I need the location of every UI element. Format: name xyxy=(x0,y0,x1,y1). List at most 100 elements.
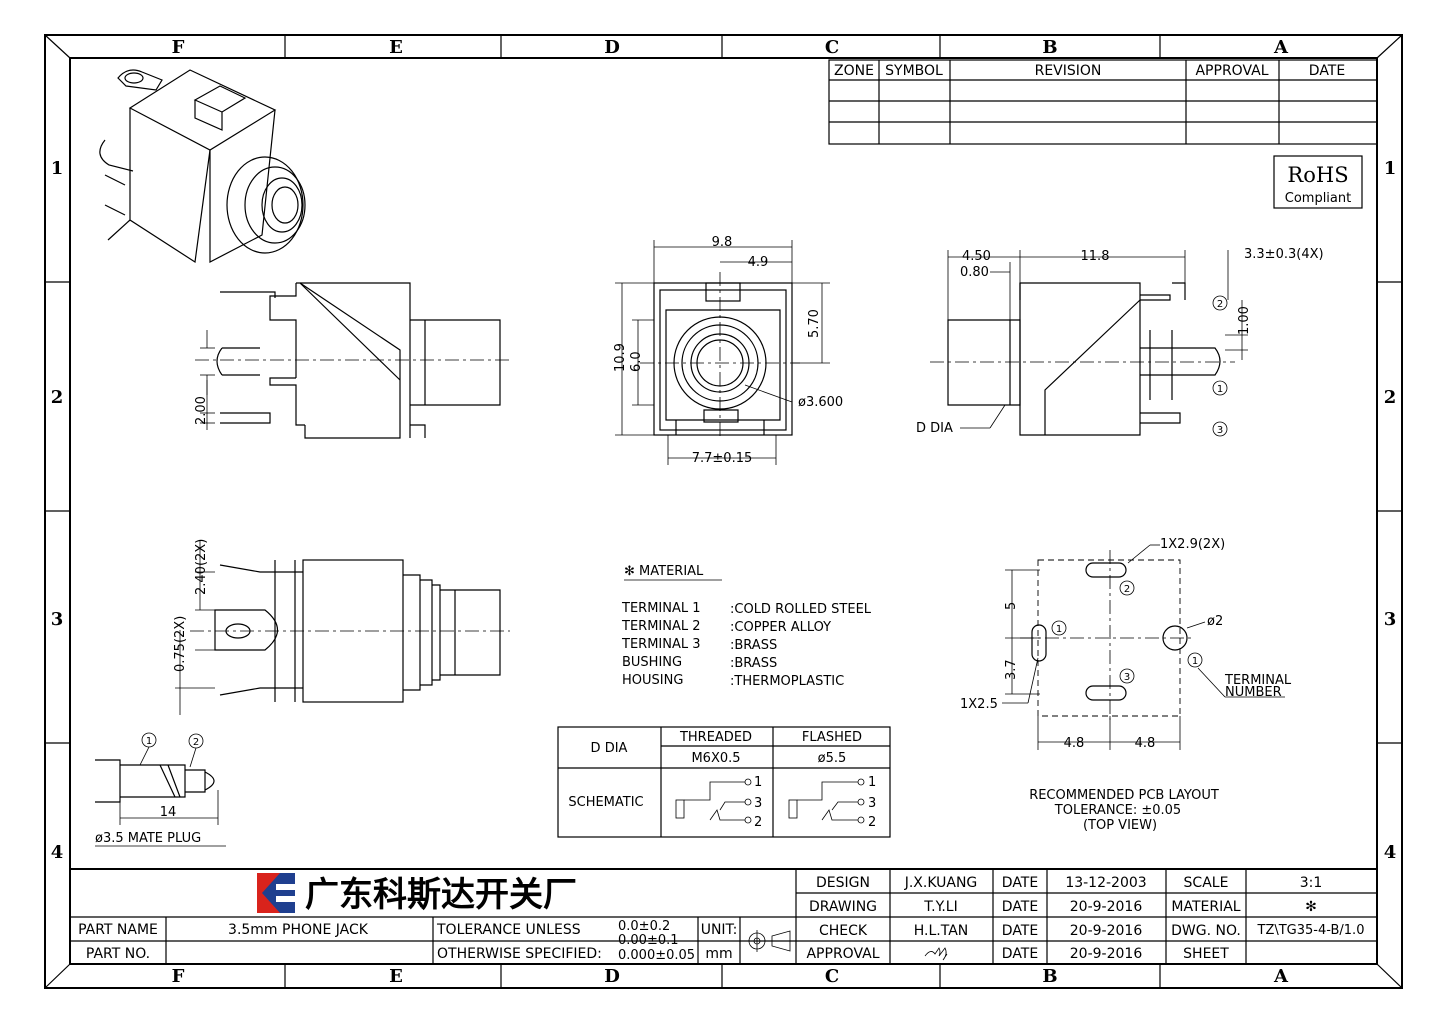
material-part: HOUSING xyxy=(622,673,683,688)
plug-pin-1: 1 xyxy=(146,736,152,747)
dim-4-9: 4.9 xyxy=(748,255,769,270)
date-label: DATE xyxy=(1002,923,1038,939)
rohs-title: RoHS xyxy=(1287,163,1348,187)
unit-label: UNIT: xyxy=(701,922,738,938)
unit-value: mm xyxy=(705,946,732,962)
pcb-hole-d2: ø2 xyxy=(1207,614,1223,629)
schematic-flashed xyxy=(788,778,865,824)
check-value: H.L.TAN xyxy=(914,923,969,939)
material-value: :THERMOPLASTIC xyxy=(730,674,844,689)
zone-col-top: B xyxy=(1042,37,1057,58)
material-value: :BRASS xyxy=(730,656,777,671)
pcb-caption-line2: TOLERANCE: ±0.05 xyxy=(1054,803,1181,818)
schem-pin-1: 1 xyxy=(754,775,762,790)
material-title: ✻ MATERIAL xyxy=(624,564,704,579)
zone-col-bottom: F xyxy=(172,966,185,987)
date-label: DATE xyxy=(1002,875,1038,891)
design-value: J.X.KUANG xyxy=(904,875,978,891)
dim-2-40: 2.40(2X) xyxy=(194,539,209,595)
design-label: DESIGN xyxy=(816,875,870,891)
label-d-dia: D DIA xyxy=(916,421,953,436)
zone-col-top: F xyxy=(172,37,185,58)
dim-5-70: 5.70 xyxy=(807,309,822,338)
pin-3-label: 3 xyxy=(1217,425,1223,436)
pcb-slot-1x2-9: 1X2.9(2X) xyxy=(1160,537,1225,552)
tolerance-line2: OTHERWISE SPECIFIED: xyxy=(437,946,602,962)
pcb-terminal-pin-1: 1 xyxy=(1192,656,1198,667)
dim-0-80: 0.80 xyxy=(960,265,989,280)
zone-col-top: C xyxy=(825,37,839,58)
pcb-dim-3-7: 3.7 xyxy=(1004,659,1019,680)
ddia-col-flashed: FLASHED xyxy=(802,730,862,745)
rohs-badge: RoHS Compliant xyxy=(1273,155,1363,209)
material-list: ✻ MATERIAL TERMINAL 1 :COLD ROLLED STEEL… xyxy=(621,564,872,689)
approval-label: APPROVAL xyxy=(806,946,879,962)
zone-row-right: 3 xyxy=(1384,609,1397,630)
material-label: MATERIAL xyxy=(1171,899,1240,915)
rev-header-symbol: SYMBOL xyxy=(885,63,943,79)
dim-3-3: 3.3±0.3(4X) xyxy=(1244,247,1324,262)
pcb-dim-4-8-left: 4.8 xyxy=(1064,736,1085,751)
date-label: DATE xyxy=(1002,899,1038,915)
material-value: ✻ xyxy=(1305,899,1317,915)
dwg-no-value: TZ\TG35-4-B/1.0 xyxy=(1257,923,1365,938)
ddia-col-threaded: THREADED xyxy=(679,730,752,745)
material-value: :COLD ROLLED STEEL xyxy=(730,602,872,617)
revision-table: ZONE SYMBOL REVISION APPROVAL DATE xyxy=(828,59,1378,145)
material-part: TERMINAL 3 xyxy=(621,637,701,652)
isometric-view xyxy=(99,69,306,264)
company-logo xyxy=(257,873,295,913)
date-value-2: 20-9-2016 xyxy=(1070,899,1143,915)
part-name-label: PART NAME xyxy=(78,922,158,938)
zone-col-bottom: B xyxy=(1042,966,1057,987)
zone-row-right: 1 xyxy=(1384,158,1397,179)
dim-1-00: 1.00 xyxy=(1237,306,1252,335)
date-value-3: 20-9-2016 xyxy=(1070,923,1143,939)
zone-row-left: 2 xyxy=(51,387,64,408)
zone-col-top: E xyxy=(389,37,403,58)
approval-signature xyxy=(924,947,948,961)
dim-11-8: 11.8 xyxy=(1081,249,1110,264)
dim-10-9: 10.9 xyxy=(613,343,628,372)
tolerance-value-3: 0.000±0.05 xyxy=(618,948,695,963)
part-name-value: 3.5mm PHONE JACK xyxy=(228,922,369,938)
tolerance-value-2: 0.00±0.1 xyxy=(618,933,679,948)
pcb-pin-1: 1 xyxy=(1056,624,1062,635)
side-view-left: 2.00 xyxy=(194,282,510,439)
dim-0-75: 0.75(2X) xyxy=(173,616,188,672)
terminal-number-line1: TERMINAL xyxy=(1224,673,1292,688)
zone-row-left: 4 xyxy=(51,842,64,863)
pcb-pin-3: 3 xyxy=(1124,672,1130,683)
dwg-no-label: DWG. NO. xyxy=(1171,923,1241,939)
schem-pin-3: 3 xyxy=(868,796,876,811)
side-view-right: 4.50 0.80 11.8 3.3±0.3(4X) 1.00 D DIA 2 … xyxy=(916,247,1324,437)
rev-header-revision: REVISION xyxy=(1035,63,1102,79)
pcb-dim-5: 5 xyxy=(1004,602,1019,610)
ddia-val-threaded: M6X0.5 xyxy=(691,751,740,766)
schematic-label: SCHEMATIC xyxy=(568,795,643,810)
rev-header-zone: ZONE xyxy=(834,63,874,79)
front-view: 9.8 4.9 10.9 6.0 5.70 ø3.600 7.7±0.15 xyxy=(613,235,843,466)
pcb-layout: 2 1 3 1 1X2.9(2X) ø2 1X2.5 5 3.7 4.8 4.8… xyxy=(960,537,1292,833)
dim-dia-3-600: ø3.600 xyxy=(798,395,843,410)
dim-7-7: 7.7±0.15 xyxy=(692,451,753,466)
ddia-row-label: D DIA xyxy=(591,741,628,756)
tolerance-value-1: 0.0±0.2 xyxy=(618,919,670,934)
zone-row-left: 1 xyxy=(51,158,64,179)
drawing-frame xyxy=(44,34,1403,989)
material-part: BUSHING xyxy=(622,655,682,670)
sheet-label: SHEET xyxy=(1183,946,1229,962)
terminal-number-line2: NUMBER xyxy=(1225,685,1282,700)
rev-header-approval: APPROVAL xyxy=(1195,63,1268,79)
pcb-pin-2: 2 xyxy=(1124,584,1130,595)
material-value: :COPPER ALLOY xyxy=(730,620,831,635)
material-part: TERMINAL 1 xyxy=(621,601,701,616)
zone-col-top: A xyxy=(1273,37,1289,58)
material-part: TERMINAL 2 xyxy=(621,619,701,634)
zone-row-right: 4 xyxy=(1384,842,1397,863)
pin-2-label: 2 xyxy=(1217,299,1223,310)
zone-row-left: 3 xyxy=(51,609,64,630)
schem-pin-2: 2 xyxy=(754,815,762,830)
pcb-dim-4-8-right: 4.8 xyxy=(1135,736,1156,751)
plug-label: ø3.5 MATE PLUG xyxy=(95,831,201,846)
